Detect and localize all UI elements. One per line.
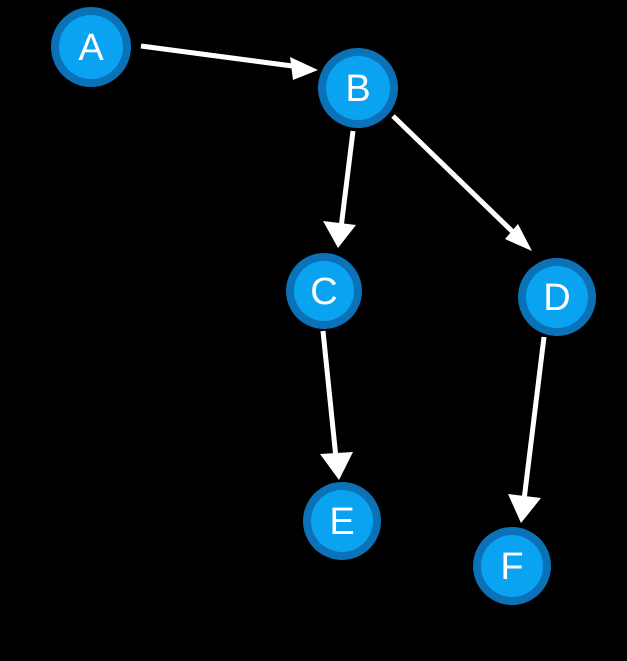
- node-c-fill: [294, 261, 354, 321]
- node-c[interactable]: C: [286, 253, 362, 329]
- node-a-fill: [59, 15, 123, 79]
- edge-b-c-arrowhead: [323, 221, 356, 248]
- node-layer: A B C D E F: [51, 7, 596, 605]
- node-d-label: D: [543, 277, 570, 319]
- node-f[interactable]: F: [473, 527, 551, 605]
- edge-d-f-arrowhead: [508, 494, 541, 523]
- node-a[interactable]: A: [51, 7, 131, 87]
- edge-b-d[interactable]: [391, 114, 532, 251]
- edge-b-d-arrowhead: [505, 224, 532, 251]
- edge-c-e-arrowhead: [320, 452, 353, 480]
- node-f-fill: [481, 535, 543, 597]
- edge-d-f-line: [521, 336, 547, 501]
- node-b-fill: [326, 56, 390, 120]
- node-f-label: F: [500, 546, 523, 588]
- node-b-label: B: [345, 68, 370, 110]
- node-e-label: E: [329, 501, 354, 543]
- edge-b-c-line: [338, 130, 356, 229]
- node-b[interactable]: B: [318, 48, 398, 128]
- node-c-label: C: [310, 271, 337, 313]
- edge-b-c[interactable]: [323, 130, 356, 248]
- edge-layer: [140, 43, 547, 523]
- edge-c-e-line: [320, 330, 339, 459]
- edge-c-e[interactable]: [320, 330, 353, 480]
- node-e[interactable]: E: [303, 482, 381, 560]
- node-a-label: A: [78, 27, 104, 69]
- node-e-fill: [311, 490, 373, 552]
- edge-b-d-line: [391, 114, 519, 238]
- node-d-fill: [526, 266, 588, 328]
- edge-a-b-arrowhead: [290, 57, 318, 80]
- edge-d-f[interactable]: [508, 336, 547, 523]
- edge-a-b[interactable]: [140, 43, 318, 80]
- edge-a-b-line: [140, 43, 301, 70]
- node-d[interactable]: D: [518, 258, 596, 336]
